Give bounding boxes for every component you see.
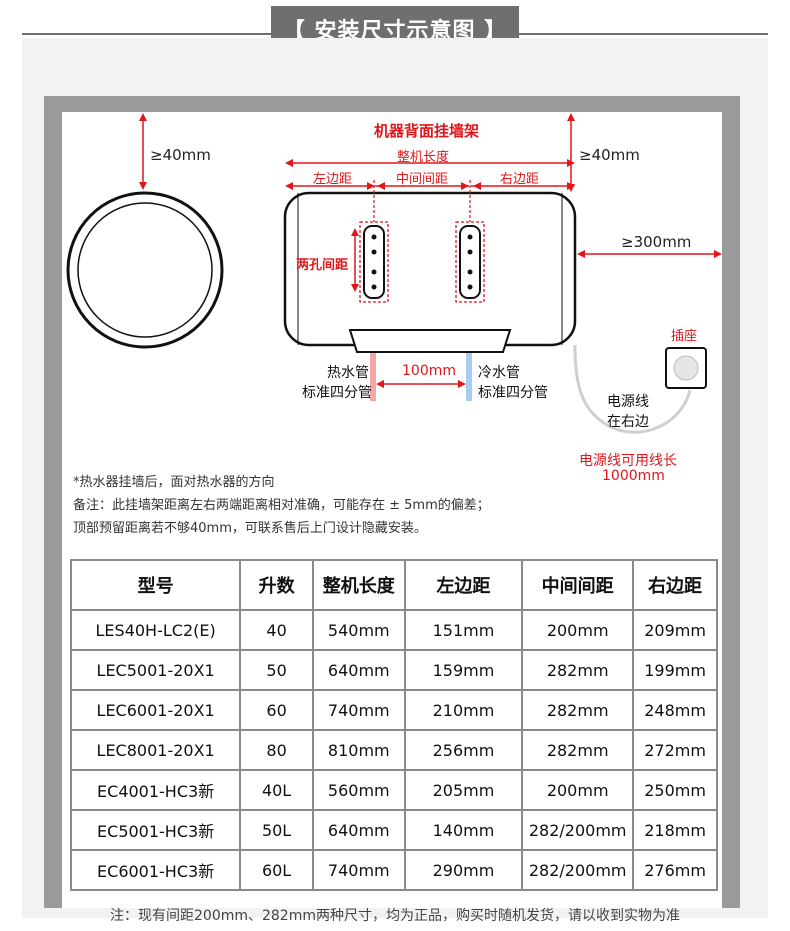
cold-pipe-label-line1: 冷水管 <box>478 365 520 381</box>
cord-length-label-line2: 1000mm <box>602 468 665 484</box>
cell-right-margin: 248mm <box>632 689 718 731</box>
power-cord <box>573 344 692 434</box>
right-margin-label: 右边距 <box>500 172 540 187</box>
cell-model: LEC6001-20X1 <box>69 689 242 731</box>
table-row: EC5001-HC3新 50L 640mm 140mm 282/200mm 21… <box>69 809 718 851</box>
header-right-margin: 右边距 <box>632 559 718 611</box>
cell-left-margin: 140mm <box>403 809 524 851</box>
cell-total-length: 740mm <box>311 849 406 891</box>
mounting-bracket-right <box>455 221 485 303</box>
bracket-title: 机器背面挂墙架 <box>374 122 480 140</box>
cell-capacity: 60L <box>239 849 314 891</box>
cell-right-margin: 272mm <box>632 729 718 771</box>
total-length-label: 整机长度 <box>397 150 450 165</box>
heater-side-view <box>66 191 224 349</box>
table-row: LEC6001-20X1 60 740mm 210mm 282mm 248mm <box>69 689 718 731</box>
header-middle-gap: 中间间距 <box>521 559 635 611</box>
cell-left-margin: 159mm <box>403 649 524 691</box>
header-left-margin: 左边距 <box>403 559 524 611</box>
cell-right-margin: 199mm <box>632 649 718 691</box>
cell-left-margin: 205mm <box>403 769 524 811</box>
cell-total-length: 540mm <box>311 609 406 651</box>
cell-model: EC6001-HC3新 <box>69 849 242 891</box>
power-cord-label-line1: 电源线 <box>607 394 649 410</box>
cord-length-label-line1: 电源线可用线长 <box>579 453 677 469</box>
cell-capacity: 40L <box>239 769 314 811</box>
cell-total-length: 810mm <box>311 729 406 771</box>
cell-capacity: 50L <box>239 809 314 851</box>
cell-middle-gap: 282/200mm <box>521 849 635 891</box>
cell-model: LEC5001-20X1 <box>69 649 242 691</box>
footer-note: 注：现有间距200mm、282mm两种尺寸，均为正品，购买时随机发货，请以收到实… <box>110 908 680 924</box>
top-clearance-left-arrow <box>139 113 147 190</box>
cell-middle-gap: 200mm <box>521 609 635 651</box>
pipe-gap-label: 100mm <box>402 363 456 379</box>
cell-left-margin: 210mm <box>403 689 524 731</box>
power-cord-label-line2: 在右边 <box>607 414 649 430</box>
cell-middle-gap: 282mm <box>521 689 635 731</box>
side-clearance-label: ≥300mm <box>621 233 692 251</box>
mounting-bracket-left <box>359 221 389 303</box>
header-model: 型号 <box>69 559 242 611</box>
cell-middle-gap: 282mm <box>521 649 635 691</box>
cell-model: EC5001-HC3新 <box>69 809 242 851</box>
cell-capacity: 60 <box>239 689 314 731</box>
cell-model: LEC8001-20X1 <box>69 729 242 771</box>
socket-label: 插座 <box>671 329 698 344</box>
note-line-1: *热水器挂墙后，面对热水器的方向 <box>73 475 275 490</box>
cell-left-margin: 256mm <box>403 729 524 771</box>
cell-capacity: 50 <box>239 649 314 691</box>
note-line-2: 备注：此挂墙架距离左右两端距离相对准确，可能存在 ± 5mm的偏差； <box>73 498 490 513</box>
note-line-3: 顶部预留距离若不够40mm，可联系售后上门设计隐藏安装。 <box>73 521 427 536</box>
left-margin-label: 左边距 <box>313 172 353 187</box>
cell-total-length: 640mm <box>311 649 406 691</box>
cell-right-margin: 250mm <box>632 769 718 811</box>
cell-middle-gap: 282mm <box>521 729 635 771</box>
top-clearance-right-label: ≥40mm <box>579 146 640 164</box>
top-clearance-left-label: ≥40mm <box>150 146 211 164</box>
cell-right-margin: 209mm <box>632 609 718 651</box>
cell-capacity: 40 <box>239 609 314 651</box>
hole-spacing-label: 两孔间距 <box>296 258 349 273</box>
cell-capacity: 80 <box>239 729 314 771</box>
cold-water-pipe <box>466 353 472 401</box>
table-header-row: 型号 升数 整机长度 左边距 中间间距 右边距 <box>69 559 718 611</box>
hot-water-pipe <box>370 353 376 401</box>
cell-model: LES40H-LC2(E) <box>69 609 242 651</box>
cell-left-margin: 151mm <box>403 609 524 651</box>
table-row: EC4001-HC3新 40L 560mm 205mm 200mm 250mm <box>69 769 718 811</box>
table-row: EC6001-HC3新 60L 740mm 290mm 282/200mm 27… <box>69 849 718 891</box>
header-capacity: 升数 <box>239 559 314 611</box>
cell-total-length: 640mm <box>311 809 406 851</box>
heater-front-body <box>283 191 577 353</box>
cell-total-length: 560mm <box>311 769 406 811</box>
table-row: LEC8001-20X1 80 810mm 256mm 282mm 272mm <box>69 729 718 771</box>
cell-right-margin: 218mm <box>632 809 718 851</box>
cell-middle-gap: 200mm <box>521 769 635 811</box>
cell-middle-gap: 282/200mm <box>521 809 635 851</box>
table-row: LES40H-LC2(E) 40 540mm 151mm 200mm 209mm <box>69 609 718 651</box>
top-clearance-right-arrow <box>567 113 575 192</box>
hot-pipe-label-line1: 热水管 <box>327 365 369 381</box>
cell-left-margin: 290mm <box>403 849 524 891</box>
cell-total-length: 740mm <box>311 689 406 731</box>
cold-pipe-label-line2: 标准四分管 <box>478 385 548 401</box>
middle-gap-label: 中间间距 <box>396 172 449 187</box>
side-clearance-arrow <box>577 250 722 258</box>
cell-model: EC4001-HC3新 <box>69 769 242 811</box>
cell-right-margin: 276mm <box>632 849 718 891</box>
hot-pipe-label-line2: 标准四分管 <box>302 385 372 401</box>
pipe-gap-arrow <box>376 380 466 388</box>
hole-spacing-arrow <box>351 228 359 292</box>
spec-table: 型号 升数 整机长度 左边距 中间间距 右边距 LES40H-LC2(E) 40… <box>69 559 718 891</box>
header-total-length: 整机长度 <box>311 559 406 611</box>
socket-icon <box>665 347 707 389</box>
table-row: LEC5001-20X1 50 640mm 159mm 282mm 199mm <box>69 649 718 691</box>
